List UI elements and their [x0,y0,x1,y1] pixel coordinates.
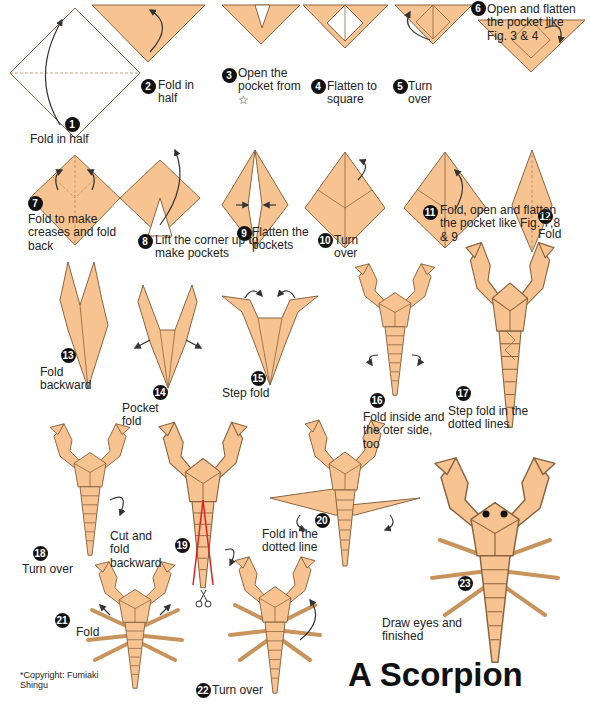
step-number: 2 [145,81,151,92]
step-number-circle: 7 [28,196,43,211]
step-number-circle: 13 [61,348,76,363]
step-figure [60,243,554,428]
step-number-circle: 18 [33,546,48,561]
step-number-circle: 5 [393,79,408,94]
step-number-circle: 2 [141,79,156,94]
step-number-circle: 15 [251,371,266,386]
scissors-icon [196,590,211,607]
step-figure [88,458,558,693]
step-number: 8 [142,236,148,247]
step-number-circle: 20 [315,513,330,528]
step-number: 20 [316,515,327,526]
step-number: 5 [397,81,403,92]
step-number: 14 [154,387,165,398]
step-number-circle: 23 [458,576,473,591]
step-number-circle: 8 [138,234,153,249]
step-number-circle: 6 [471,1,486,16]
step-instruction: Fold in half [158,79,203,106]
step-instruction: Fold in the dotted line [262,528,344,555]
step-number-circle: 22 [196,683,211,698]
step-number: 16 [371,395,382,406]
step-instruction: Turn over [408,80,456,107]
step-instruction: Flatten to square [327,80,389,107]
step-number: 10 [319,235,330,246]
step-instruction: Fold backward [40,366,102,393]
step-instruction: Fold [76,626,116,639]
step-number: 4 [315,81,321,92]
step-number-circle: 10 [318,233,333,248]
step-instruction: Fold inside and the oter side, too [363,411,448,451]
step-instruction: Turn over [22,563,92,576]
step-instruction: Draw eyes and finished [382,617,497,644]
step-number: 17 [457,388,468,399]
step-number: 23 [459,578,470,589]
step-number-circle: 1 [65,117,80,132]
step-number-circle: 3 [222,68,237,83]
step-number: 15 [252,373,263,384]
step-number: 3 [226,70,232,81]
step-number: 22 [197,685,208,696]
step-number-circle: 14 [153,385,168,400]
step-number: 19 [176,540,187,551]
step-instruction: Turn over [212,684,272,697]
step-instruction: Step fold in the dotted lines [448,405,548,432]
step-number-circle: 21 [55,613,70,628]
step-instruction: Cut and fold backward [110,530,172,570]
step-number: 6 [475,3,481,14]
step-number: 7 [32,198,38,209]
step-number: 11 [425,207,436,218]
step-instruction: Turn over [334,234,379,261]
step-instruction: Flatten the pockets [252,226,310,253]
step-number-circle: 4 [311,79,326,94]
diagram-title: A Scorpion [348,656,523,694]
step-instruction: Step fold [222,387,302,400]
step-instruction: Fold [538,228,578,241]
step-instruction: Fold in half [30,133,120,146]
step-number-circle: 19 [175,538,190,553]
step-instruction: Fold to make creases and fold back [28,213,138,253]
step-number: 21 [56,615,67,626]
copyright-note: *Copyright: Fumiaki Shingu [20,670,110,690]
step-instruction: Open the pocket from ☆ [238,67,304,107]
step-number: 13 [62,350,73,361]
step-number-circle: 17 [456,386,471,401]
step-number: 18 [34,548,45,559]
step-number-circle: 16 [370,393,385,408]
step-instruction: Open and flatten the pocket like Fig. 3 … [487,3,587,43]
step-number-circle: 11 [423,205,438,220]
step-number: 1 [69,119,75,130]
step-instruction: Pocket fold [122,402,164,429]
